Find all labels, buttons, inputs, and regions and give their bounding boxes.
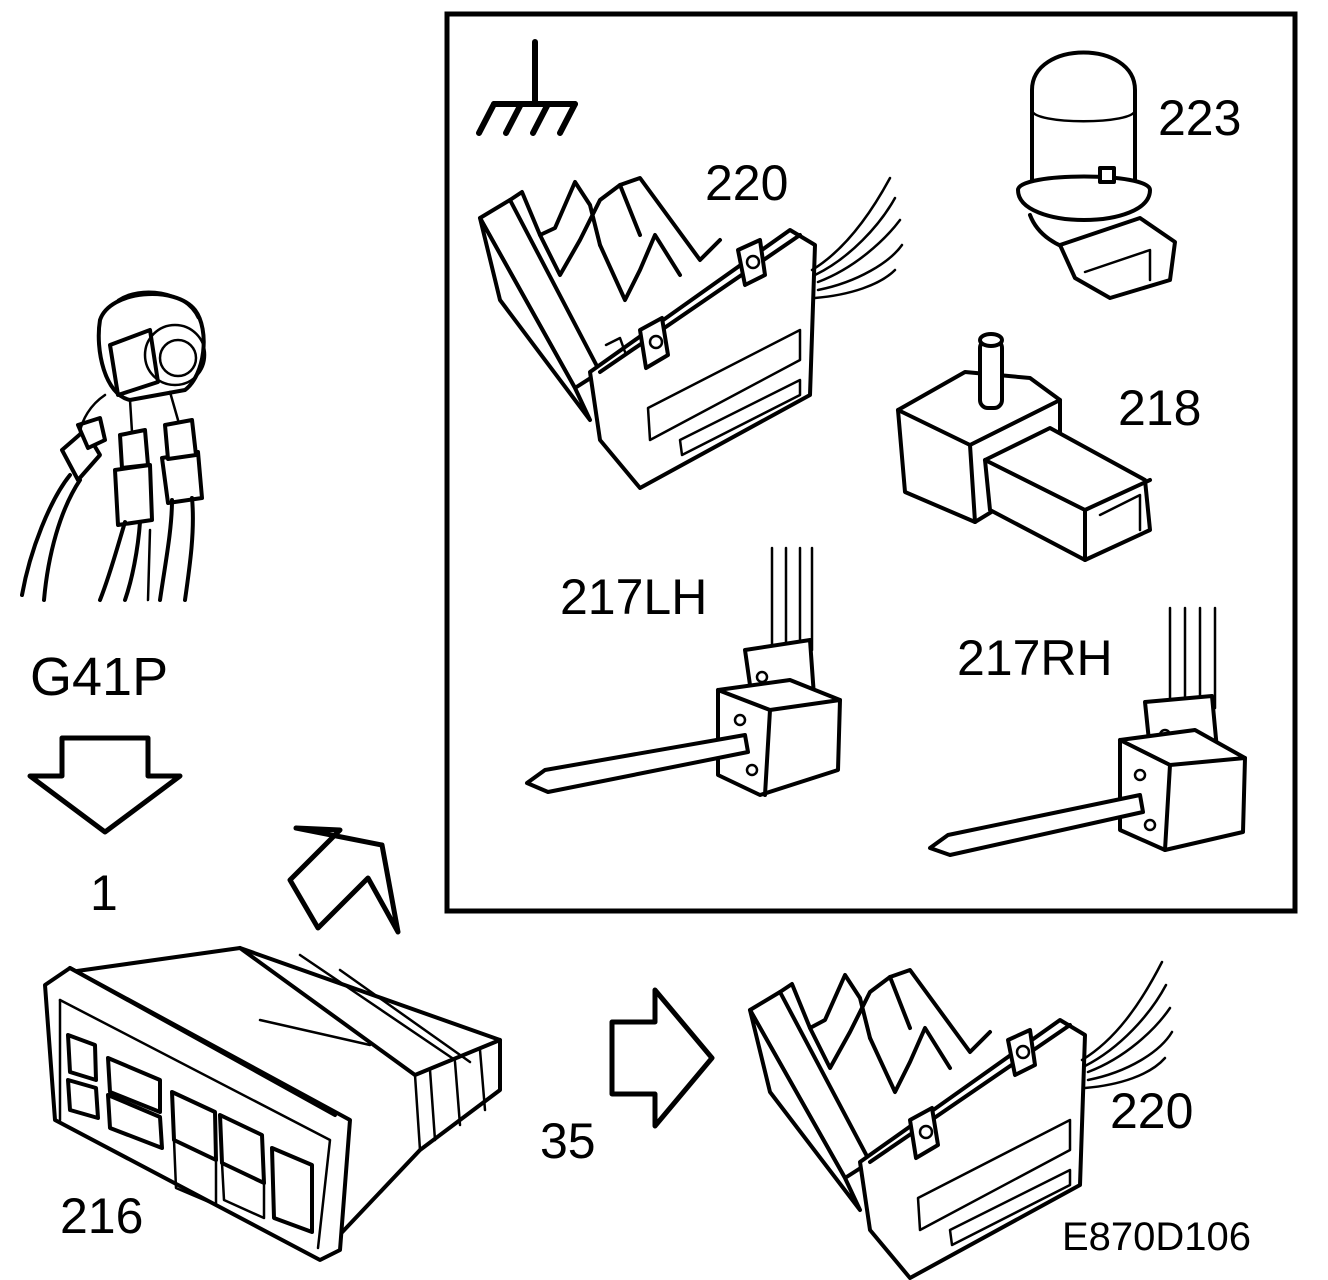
label-218: 218 bbox=[1118, 380, 1201, 436]
arrow-down-icon bbox=[27, 735, 183, 835]
sensor-218 bbox=[896, 332, 1152, 562]
inset-frame bbox=[444, 11, 1298, 914]
connector-220-inset bbox=[478, 176, 904, 490]
sensor-217rh bbox=[928, 606, 1247, 857]
bulb-223 bbox=[1016, 50, 1177, 300]
label-step-1: 1 bbox=[90, 865, 118, 921]
figure-code: E870D106 bbox=[1062, 1215, 1251, 1259]
arrow-up-right-icon bbox=[287, 825, 401, 935]
connector-220-main bbox=[748, 960, 1174, 1280]
label-g41p: G41P bbox=[30, 647, 168, 707]
label-220-inset: 220 bbox=[705, 155, 788, 211]
label-35: 35 bbox=[540, 1113, 596, 1169]
label-217rh: 217RH bbox=[957, 630, 1113, 686]
ground-symbol-icon bbox=[476, 39, 578, 136]
control-panel-216 bbox=[43, 946, 502, 1262]
label-217lh: 217LH bbox=[560, 569, 707, 625]
label-223: 223 bbox=[1158, 90, 1241, 146]
label-220-main: 220 bbox=[1110, 1083, 1193, 1139]
arrow-right-icon bbox=[609, 987, 715, 1129]
sensor-217lh bbox=[525, 546, 842, 797]
label-216: 216 bbox=[60, 1188, 143, 1244]
ground-connector-g41p bbox=[20, 290, 207, 602]
